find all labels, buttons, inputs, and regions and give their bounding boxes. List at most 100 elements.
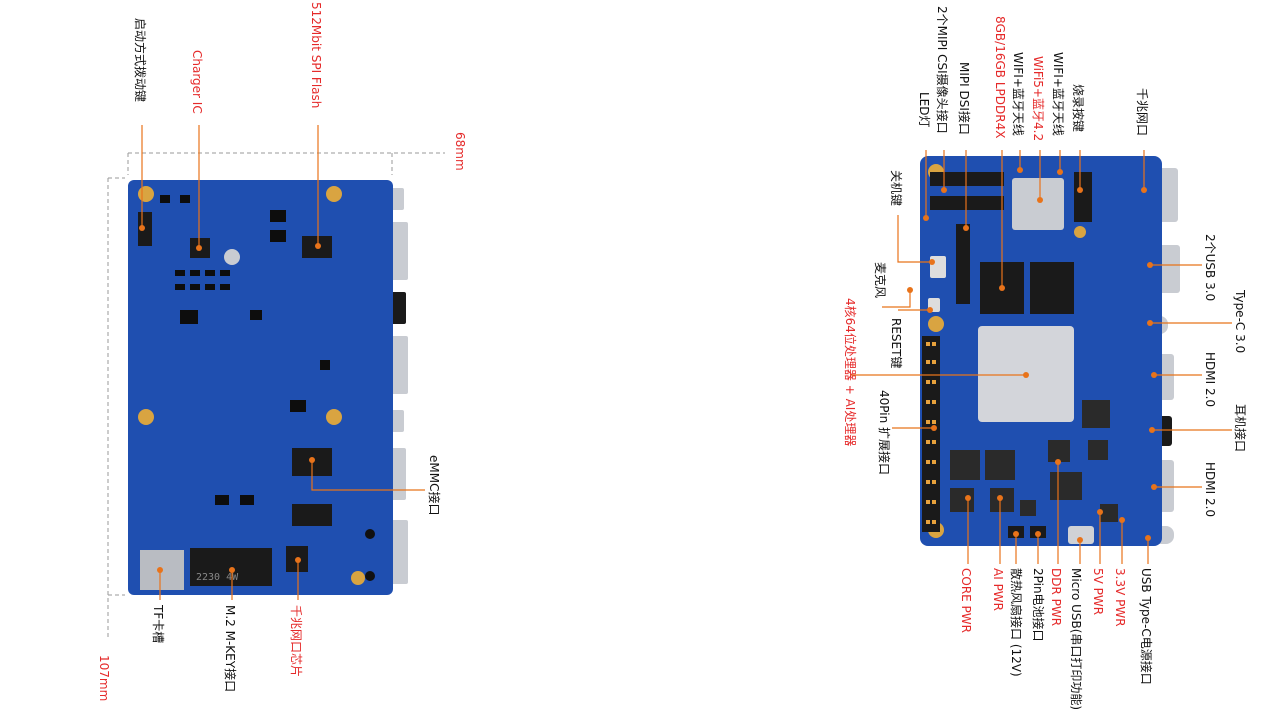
- right-gbe_port-label: 千兆网口: [1135, 88, 1149, 136]
- right-headphone-label: 耳机接口: [1233, 404, 1248, 452]
- left-port-6: [390, 448, 406, 500]
- right-gbe_port-leader-dot: [1141, 187, 1147, 193]
- left-boot_switch-label: 启动方式拨动键: [133, 18, 148, 102]
- right-wifi5-label: WiFi5+蓝牙4.2: [1031, 56, 1045, 141]
- right-soc-leader-dot: [1023, 372, 1029, 378]
- right-rec_btn-label: 烧录按键: [1071, 84, 1085, 132]
- left-spi_flash-label: 512Mbit SPI Flash: [309, 2, 323, 108]
- left-port-1: [390, 188, 404, 210]
- left-screw-2: [365, 571, 375, 581]
- left-hole-5: [224, 249, 240, 265]
- left-port-3: [390, 292, 406, 324]
- right-reset-leader-dot: [927, 307, 933, 313]
- right-mipi-dsi: [956, 224, 970, 304]
- right-ddr_pwr-label: DDR PWR: [1049, 568, 1063, 626]
- left-m2-slot: [190, 548, 272, 586]
- leader-lines: [139, 125, 1232, 600]
- left-hole-1: [138, 186, 154, 202]
- right-wifi_ant-label: WIFI+蓝牙天线: [1011, 52, 1025, 136]
- right-lpddr-2: [1030, 262, 1074, 314]
- left-eth_chip-label: 千兆网口芯片: [289, 605, 303, 677]
- left-hole-6: [351, 571, 365, 585]
- left-eth_chip-leader-dot: [295, 557, 301, 563]
- right-typec-label: Type-C 3.0: [1233, 289, 1247, 353]
- dim-height-label: 107mm: [97, 655, 111, 701]
- right-mic-leader: [882, 290, 911, 308]
- right-wifi_ant-leader-dot: [1017, 167, 1023, 173]
- left-port-7: [390, 520, 408, 584]
- right-fan-label: 散热风扇接口 (12V): [1009, 568, 1024, 677]
- right-mic-leader-dot: [907, 287, 913, 293]
- right-gpio-pins: [926, 342, 936, 524]
- left-pcb: [128, 180, 393, 595]
- right-hole-2: [1074, 226, 1086, 238]
- left-tf_slot-label: TF卡槽: [151, 604, 165, 643]
- right-wifi_ant2-label: WIFI+蓝牙天线: [1051, 52, 1065, 136]
- right-gpio-header: [922, 336, 940, 532]
- right-usb3-leader-dot: [1147, 262, 1153, 268]
- right-power_btn-label: 关机键: [889, 170, 903, 206]
- right-mipi_csi-label: 2个MIPI CSI摄像头接口: [935, 6, 950, 134]
- left-port-2: [390, 222, 408, 280]
- right-pwr_5v-label: 5V PWR: [1091, 568, 1105, 615]
- left-port-4: [390, 336, 408, 394]
- left-tf_slot-leader-dot: [157, 567, 163, 573]
- left-board: 2230 4W: [107, 152, 445, 640]
- right-hole-3: [928, 316, 944, 332]
- right-lpddr-leader-dot: [999, 285, 1005, 291]
- right-gpio-label: 40Pin 扩展接口: [877, 390, 892, 475]
- dim-width-label: 68mm: [453, 132, 467, 171]
- right-reset-label: RESET键: [889, 318, 903, 368]
- right-hdmi2-label: HDMI 2.0: [1203, 462, 1217, 517]
- right-core_pwr-label: CORE PWR: [959, 568, 973, 633]
- left-spi_flash-leader-dot: [315, 243, 321, 249]
- left-charger_ic-label: Charger IC: [190, 50, 204, 114]
- right-mipi-csi-1: [930, 172, 1004, 186]
- right-mic-label: 麦克风: [873, 262, 887, 298]
- left-screw-1: [365, 529, 375, 539]
- left-m2-leader-dot: [229, 567, 235, 573]
- left-hole-3: [138, 409, 154, 425]
- right-led-label: LED灯: [917, 92, 931, 128]
- right-micro-usb: [1068, 526, 1094, 544]
- right-core_pwr-leader-dot: [965, 495, 971, 501]
- right-usb_c_pwr-label: USB Type-C电源接口: [1139, 568, 1154, 685]
- right-fan-leader-dot: [1013, 531, 1019, 537]
- right-hdmi1-leader-dot: [1151, 372, 1157, 378]
- right-ddr_pwr-leader-dot: [1055, 459, 1061, 465]
- right-wifi_ant2-leader-dot: [1057, 169, 1063, 175]
- right-pwr_33v-leader-dot: [1119, 517, 1125, 523]
- right-headphone-leader-dot: [1149, 427, 1155, 433]
- right-wifi-module: [1012, 178, 1064, 230]
- right-hdmi1-label: HDMI 2.0: [1203, 352, 1217, 407]
- right-hdmi2-leader-dot: [1151, 484, 1157, 490]
- right-ai_pwr-leader-dot: [997, 495, 1003, 501]
- right-gpio-leader-dot: [931, 425, 937, 431]
- left-emmc-label: eMMC接口: [427, 455, 442, 515]
- right-rec_btn-leader-dot: [1077, 187, 1083, 193]
- right-usb_c_pwr-leader-dot: [1145, 535, 1151, 541]
- right-usb3-label: 2个USB 3.0: [1203, 234, 1217, 301]
- right-led-leader-dot: [923, 215, 929, 221]
- left-port-5: [390, 410, 404, 432]
- right-wifi5-leader-dot: [1037, 197, 1043, 203]
- right-power_btn-leader-dot: [929, 259, 935, 265]
- right-lpddr-label: 8GB/16GB LPDDR4X: [993, 16, 1007, 138]
- left-smd-components: [160, 195, 330, 505]
- right-power_btn-leader: [897, 215, 932, 263]
- right-ai_pwr-label: AI PWR: [991, 568, 1005, 611]
- left-emmc-chip-2: [292, 504, 332, 526]
- right-board: [920, 156, 1180, 546]
- left-emmc-leader-dot: [309, 457, 315, 463]
- right-micro_usb-leader-dot: [1077, 537, 1083, 543]
- right-rec-header: [1074, 172, 1092, 222]
- right-mipi_dsi-leader-dot: [963, 225, 969, 231]
- right-soc-label: 4核64位处理器 + AI处理器: [843, 298, 858, 446]
- right-micro_usb-label: Micro USB(串口打印功能): [1069, 568, 1083, 710]
- right-pwr_33v-label: 3.3V PWR: [1113, 568, 1127, 627]
- left-hole-2: [326, 186, 342, 202]
- left-boot_switch-leader-dot: [139, 225, 145, 231]
- left-m2-silk: 2230 4W: [196, 572, 239, 583]
- left-charger_ic-leader-dot: [196, 245, 202, 251]
- left-emmc-leader: [311, 460, 425, 491]
